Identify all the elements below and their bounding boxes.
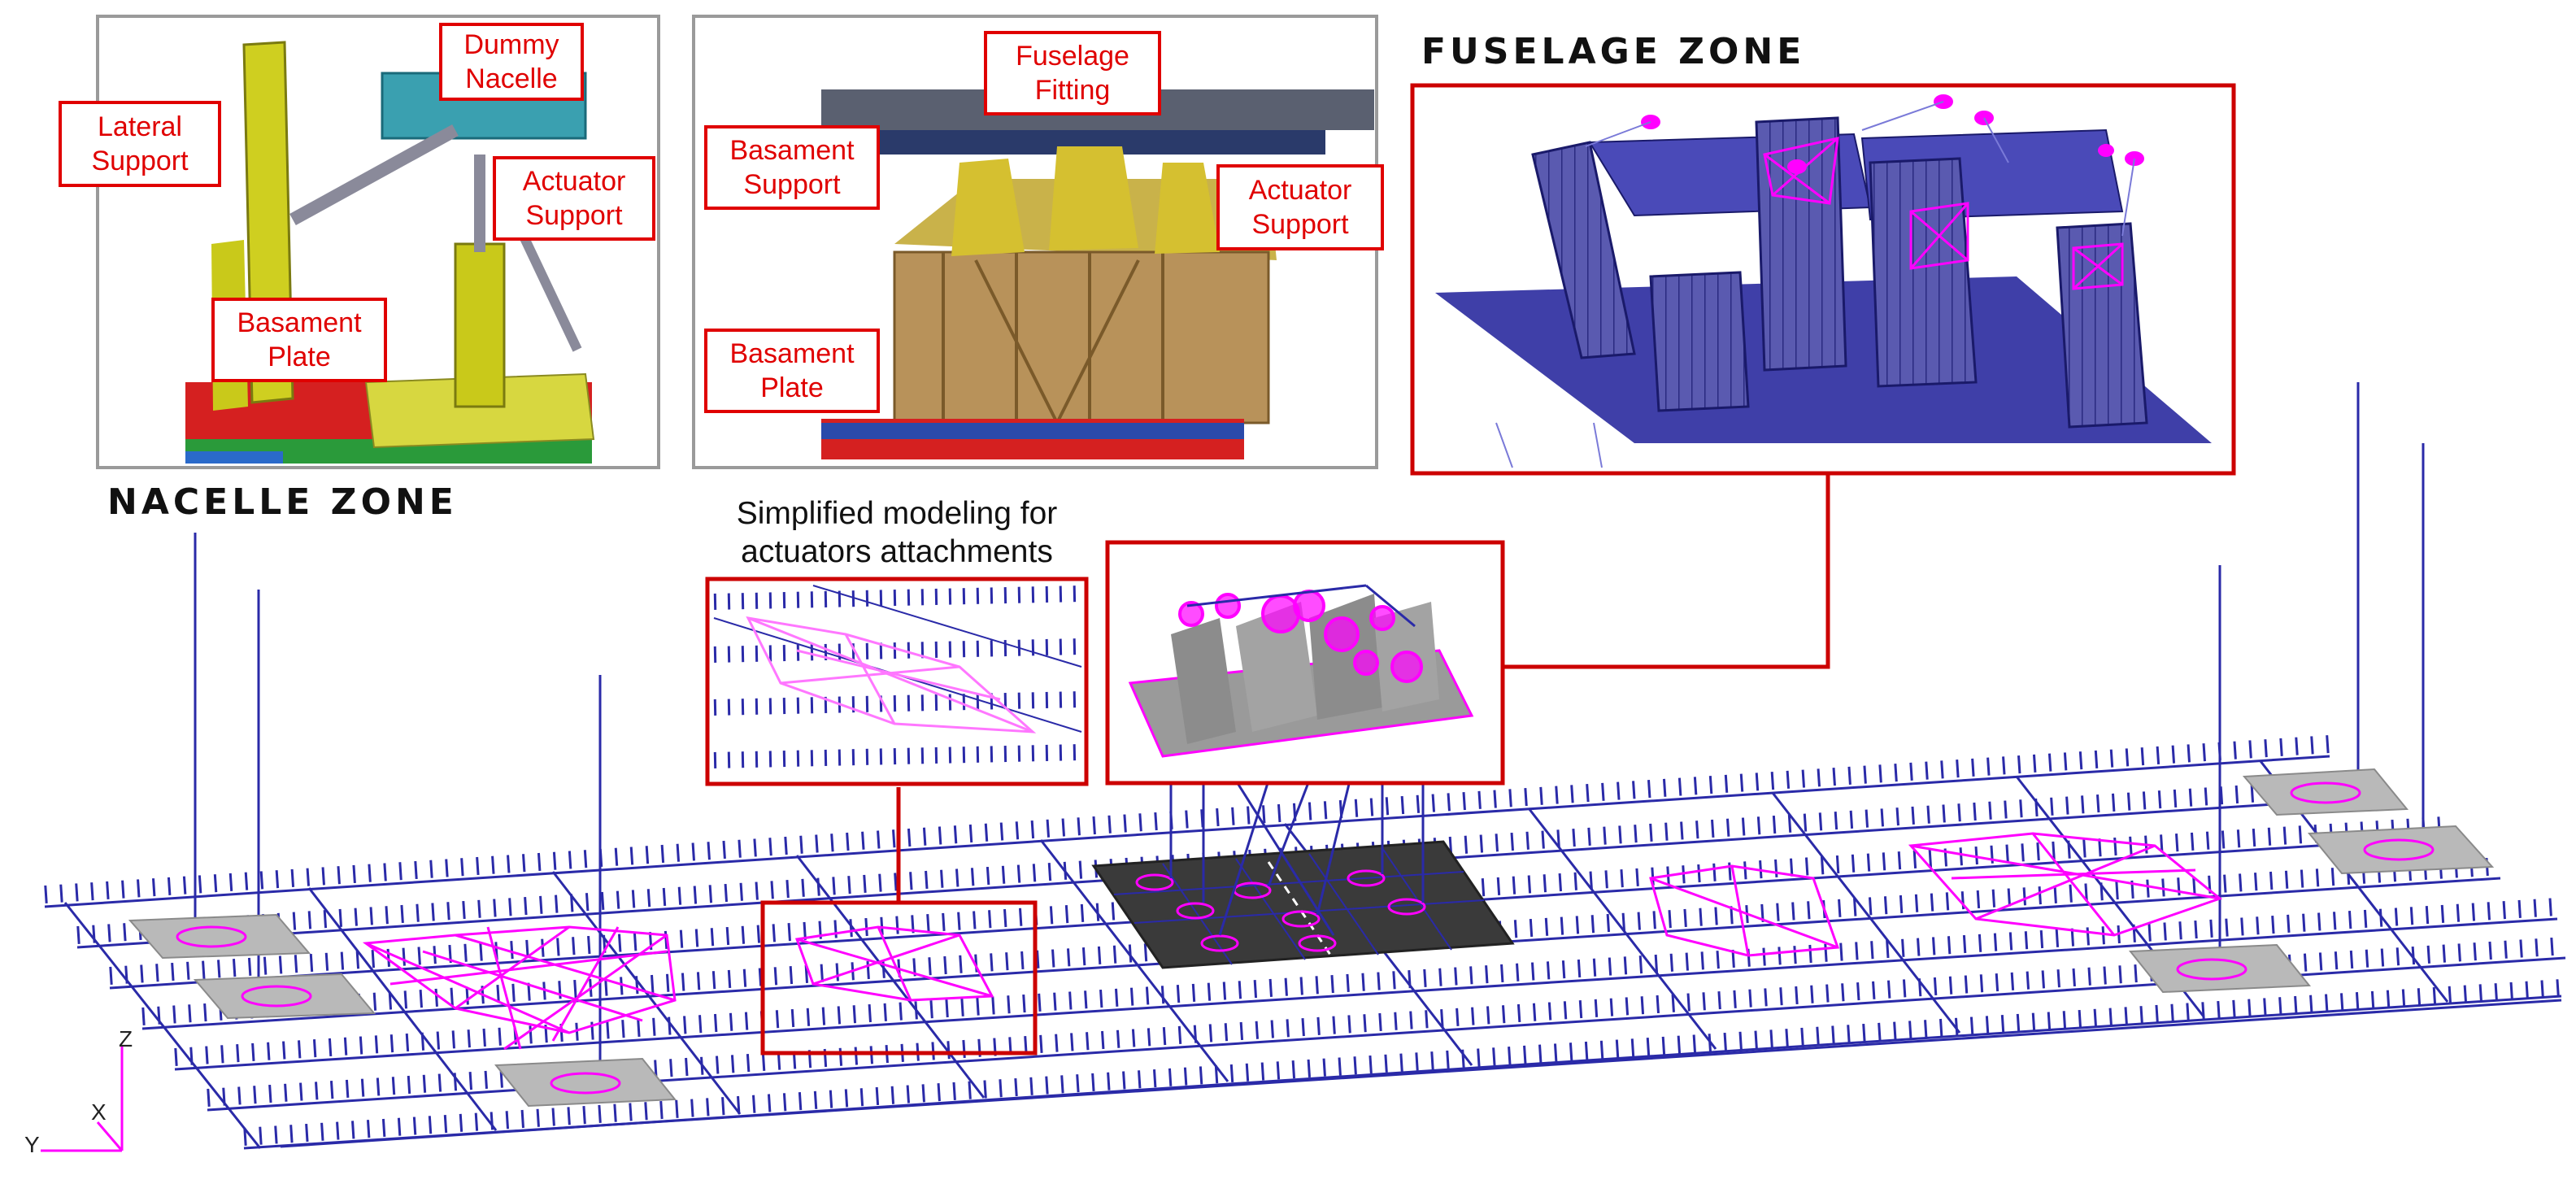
central-fuselage-plate — [1091, 840, 1515, 969]
callout-nacelle-actuator-support-line2: Support — [525, 200, 623, 231]
mid-truss-cluster — [794, 925, 994, 1002]
callout-fuselage-fitting-line1: Fuselage — [1016, 41, 1129, 72]
fuselage-3d-inset — [1105, 540, 1505, 786]
nacelle-photo — [96, 15, 660, 469]
callout-basament-support-line2: Support — [743, 169, 841, 200]
callout-nacelle-basament-plate: Basament Plate — [211, 298, 387, 382]
callout-dummy-nacelle-line2: Nacelle — [465, 63, 558, 94]
callout-nacelle-basament-plate-line2: Plate — [268, 342, 331, 372]
actuator-detail-inset — [705, 577, 1089, 786]
fuselage-fe-model — [1410, 83, 2236, 476]
callout-nacelle-basament-plate-line1: Basament — [237, 307, 362, 338]
callout-lateral-support-line2: Support — [91, 146, 189, 176]
axis-label-z: Z — [119, 1026, 133, 1051]
callout-nacelle-actuator-support-line1: Actuator — [522, 166, 626, 197]
callout-basament-support: Basament Support — [704, 125, 880, 210]
caption-line-1: Simplified modeling for — [736, 496, 1058, 531]
callout-fuselage-basament-plate-line1: Basament — [729, 338, 855, 369]
coordinate-axes — [41, 1045, 124, 1152]
caption-line-2: actuators attachments — [741, 534, 1053, 569]
fuselage-zone-connector — [1503, 473, 1830, 669]
callout-fuselage-actuator-support: Actuator Support — [1216, 164, 1384, 250]
callout-fuselage-fitting-line2: Fitting — [1034, 75, 1111, 106]
plate-attachments — [176, 781, 2435, 1095]
nacelle-truss-cluster — [362, 925, 677, 1051]
callout-lateral-support: Lateral Support — [59, 101, 221, 187]
callout-lateral-support-line1: Lateral — [98, 111, 182, 142]
axis-label-x: X — [91, 1099, 107, 1125]
callout-fuselage-basament-plate-line2: Plate — [760, 372, 824, 403]
callout-fuselage-actuator-support-line2: Support — [1251, 209, 1349, 240]
callout-dummy-nacelle-line1: Dummy — [463, 29, 559, 60]
axis-label-y: Y — [24, 1132, 40, 1157]
support-plates — [128, 768, 2495, 1108]
callout-fuselage-actuator-support-line1: Actuator — [1248, 175, 1352, 206]
fuselage-link-lines — [1169, 780, 1425, 936]
callout-fuselage-fitting: Fuselage Fitting — [984, 31, 1161, 115]
callout-fuselage-basament-plate: Basament Plate — [704, 329, 880, 413]
actuator-attachments-caption: Simplified modeling for actuators attach… — [707, 494, 1086, 571]
nacelle-zone-title: NACELLE ZONE — [107, 481, 458, 523]
fuselage-truss-clusters — [1649, 832, 2223, 957]
callout-dummy-nacelle: Dummy Nacelle — [439, 23, 584, 101]
callout-basament-support-line1: Basament — [729, 135, 855, 166]
fuselage-zone-title: FUSELAGE ZONE — [1421, 31, 1806, 72]
callout-nacelle-actuator-support: Actuator Support — [493, 156, 655, 241]
